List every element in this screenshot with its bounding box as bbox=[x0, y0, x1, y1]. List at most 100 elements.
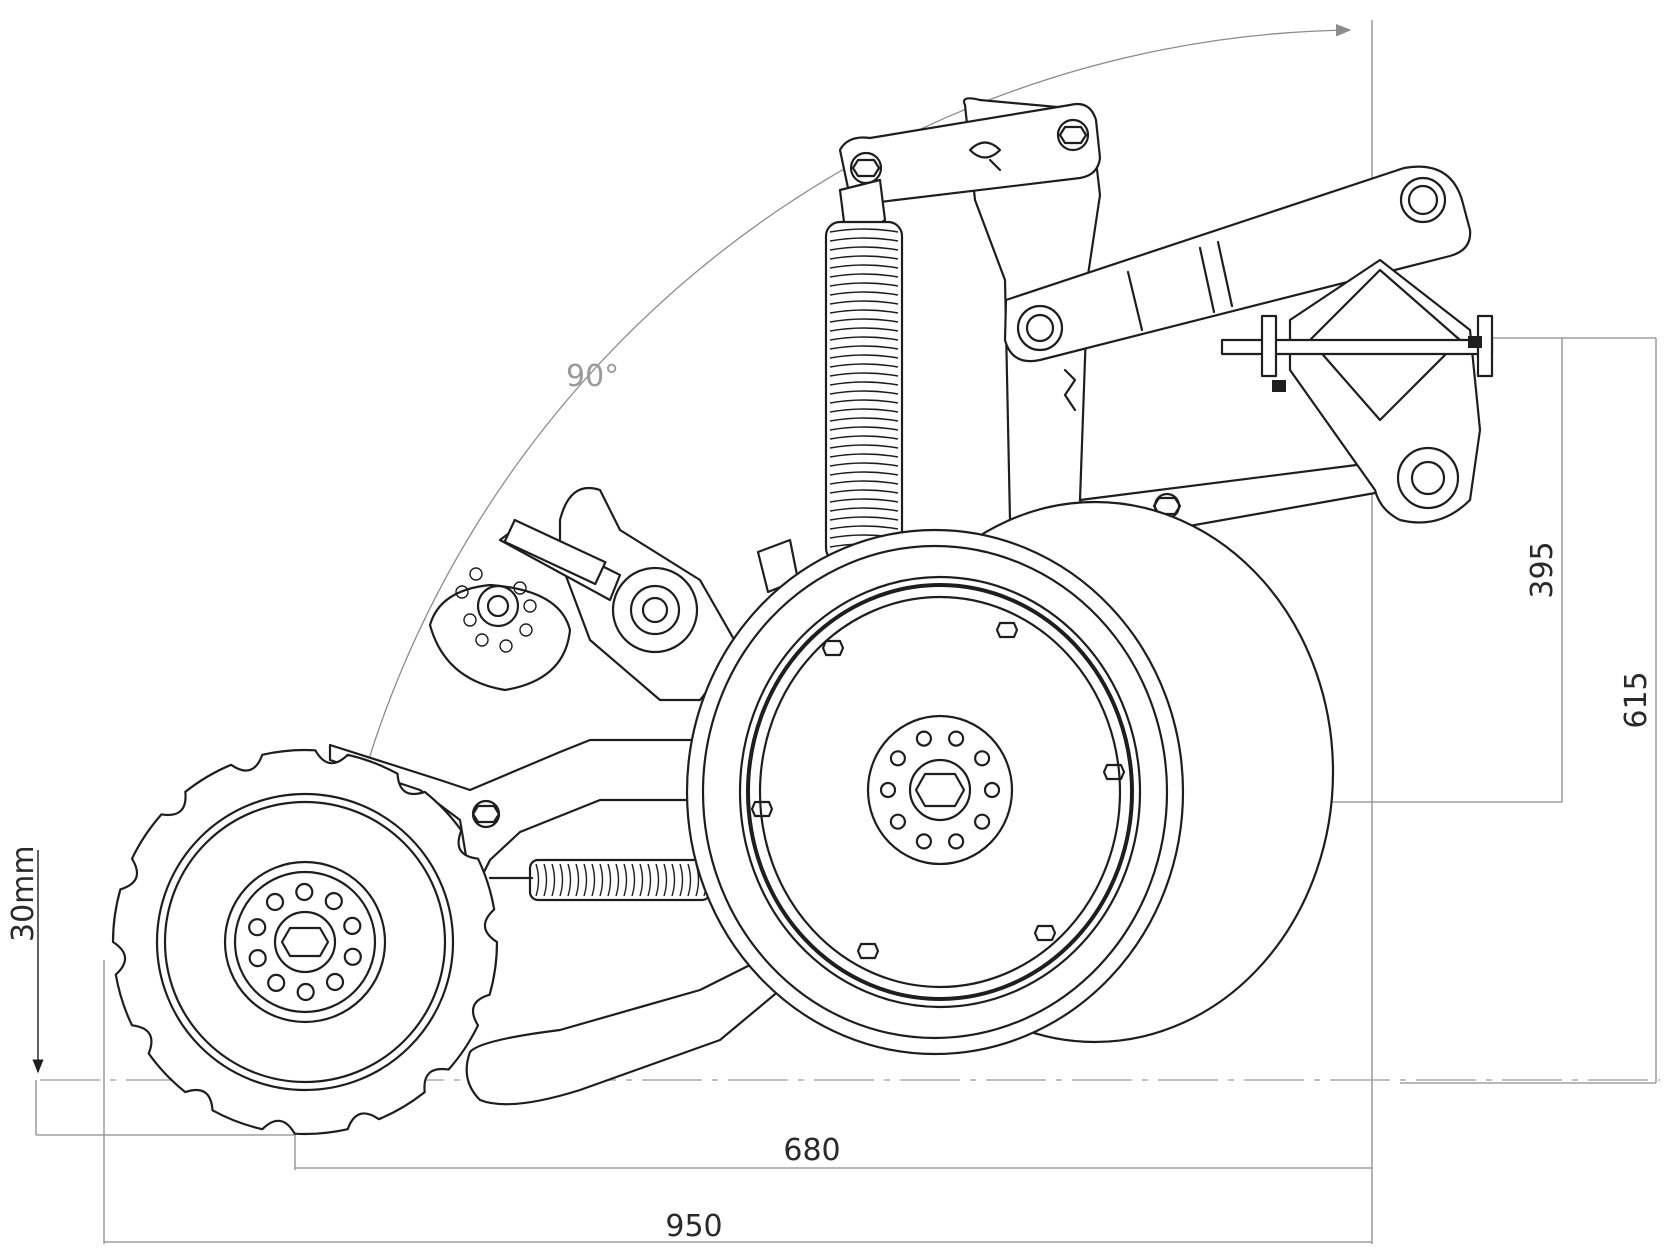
upper-spring-coil bbox=[829, 489, 899, 494]
lower-spring-coil bbox=[623, 863, 628, 897]
upper-spring-coil bbox=[829, 363, 899, 368]
dial-hole bbox=[455, 585, 469, 599]
hub-nut bbox=[915, 730, 933, 747]
main-frame bbox=[838, 97, 1494, 542]
dim-395-label: 395 bbox=[1525, 541, 1560, 598]
hub-nut bbox=[947, 833, 965, 850]
hub-nut bbox=[973, 750, 991, 767]
upper-spring-coil bbox=[829, 525, 899, 530]
arm-rib-2 bbox=[1198, 246, 1216, 314]
roller-bolt bbox=[296, 982, 315, 1002]
lynch-pin-tail bbox=[988, 158, 1002, 172]
hub-nut bbox=[915, 833, 933, 850]
lower-spring-coil bbox=[567, 863, 572, 897]
lower-spring-coil bbox=[575, 863, 580, 897]
lower-spring-coil bbox=[543, 863, 548, 897]
lower-spring-coil bbox=[591, 863, 596, 897]
press-wheel-tyre-inner bbox=[701, 544, 1169, 1040]
upper-spring-coil bbox=[829, 228, 899, 233]
upper-spring-coil bbox=[829, 435, 899, 440]
upper-spring-coil bbox=[829, 237, 899, 242]
lower-spring-coil bbox=[535, 863, 540, 897]
clamp-nut-right bbox=[1468, 336, 1482, 348]
press-wheel-hub bbox=[908, 758, 972, 822]
lower-spring-coil bbox=[679, 863, 684, 897]
roller-rim bbox=[155, 792, 455, 1092]
hub-nut bbox=[947, 730, 965, 747]
mount-pivot-inner bbox=[1410, 460, 1446, 496]
front-roller bbox=[111, 748, 499, 1136]
rim-nut bbox=[995, 621, 1019, 639]
roller-bolt bbox=[267, 973, 286, 993]
hub-nut bbox=[973, 813, 991, 830]
lower-link bbox=[465, 958, 782, 1106]
lower-spring-coil bbox=[671, 863, 676, 897]
roller-bolt bbox=[248, 918, 267, 937]
upper-spring-coil bbox=[829, 516, 899, 521]
lower-spring-coil bbox=[599, 863, 604, 897]
upper-spring-coil bbox=[829, 372, 899, 377]
lower-spring-coil bbox=[631, 863, 636, 897]
lower-spring bbox=[488, 858, 712, 902]
upper-spring-coil bbox=[829, 309, 899, 314]
upper-spring-body bbox=[824, 220, 904, 564]
upper-spring-coil bbox=[829, 498, 899, 503]
upper-spring-coil bbox=[829, 426, 899, 431]
roller-bolt bbox=[295, 882, 314, 902]
dial-hole bbox=[499, 639, 513, 653]
upper-spring-coil bbox=[829, 453, 899, 458]
lower-spring-coil bbox=[607, 863, 612, 897]
upper-spring-coil bbox=[829, 480, 899, 485]
upper-spring-coil bbox=[829, 291, 899, 296]
roller-rim-inner bbox=[163, 800, 447, 1084]
rim-nut bbox=[821, 639, 845, 657]
upper-link-nut-right bbox=[1058, 125, 1088, 145]
roller-bolt bbox=[248, 948, 267, 968]
lower-spring-coil bbox=[551, 863, 556, 897]
rim-nut bbox=[1102, 763, 1126, 781]
arm-pivot-inner bbox=[1025, 313, 1055, 343]
roller-bolt bbox=[325, 972, 345, 992]
lower-spring-coil bbox=[647, 863, 652, 897]
lower-spring-coil bbox=[663, 863, 668, 897]
hub-nut bbox=[889, 750, 907, 767]
bracket-nut bbox=[471, 804, 501, 824]
upper-spring-coil bbox=[829, 264, 899, 269]
upper-spring bbox=[824, 178, 904, 564]
rim-nut bbox=[750, 800, 774, 818]
lower-spring-coil bbox=[559, 863, 564, 897]
offset-label: 30mm bbox=[6, 845, 41, 942]
dial-hole bbox=[469, 567, 483, 581]
dial-hole bbox=[513, 581, 527, 595]
rim-nut bbox=[856, 942, 880, 960]
lower-spring-coil bbox=[687, 863, 692, 897]
rim-nut bbox=[1033, 924, 1057, 942]
arm-rib-1 bbox=[1126, 270, 1144, 332]
hub-nut bbox=[889, 813, 907, 830]
roller-bolt bbox=[343, 947, 362, 966]
upper-spring-coil bbox=[829, 345, 899, 350]
lower-spring-coil bbox=[655, 863, 660, 897]
press-wheel-axle-nut bbox=[914, 772, 966, 808]
clamp-nut-left bbox=[1272, 380, 1286, 392]
press-wheel-rim-inner bbox=[758, 595, 1122, 989]
lever-hub-inner bbox=[641, 596, 669, 624]
upper-spring-coil bbox=[829, 246, 899, 251]
upper-spring-coil bbox=[829, 255, 899, 260]
frame-nut bbox=[1152, 496, 1182, 516]
main-arm bbox=[1003, 165, 1472, 363]
upper-link-nut-left bbox=[851, 158, 881, 178]
upper-spring-coil bbox=[829, 417, 899, 422]
depth-dial-center bbox=[486, 594, 510, 618]
lynch-pin bbox=[968, 141, 1002, 159]
dim-680-label: 680 bbox=[783, 1133, 840, 1168]
scraper-assembly bbox=[428, 486, 800, 702]
dial-hole bbox=[519, 623, 533, 637]
upper-spring-coil bbox=[829, 336, 899, 341]
upper-spring-coil bbox=[829, 282, 899, 287]
dim-950-label: 950 bbox=[665, 1209, 722, 1244]
upper-spring-coil bbox=[829, 462, 899, 467]
upper-link-bolt-left bbox=[849, 151, 883, 185]
